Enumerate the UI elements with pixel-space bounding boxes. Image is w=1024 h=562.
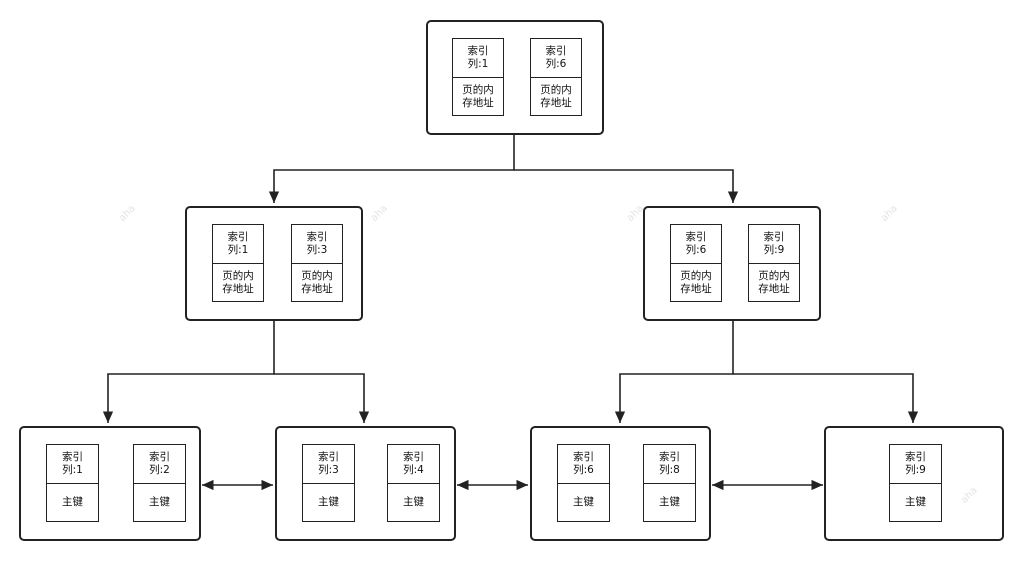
entry-key-label: 索引 列:6 — [558, 445, 609, 484]
entry-key-label: 索引 列:6 — [671, 225, 721, 264]
entry-value-label: 主键 — [149, 496, 170, 508]
entry-key-label: 索引 列:9 — [749, 225, 799, 264]
entry-value-label: 页的内 存地址 — [301, 269, 333, 295]
entry-value-label: 主键 — [905, 496, 926, 508]
index-entry: 索引 列:8 主键 — [643, 444, 696, 522]
index-entry: 索引 列:1 页的内 存地址 — [452, 38, 504, 116]
index-entry: 索引 列:3 主键 — [302, 444, 355, 522]
index-entry: 索引 列:6 页的内 存地址 — [670, 224, 722, 302]
index-entry: 索引 列:9 主键 — [889, 444, 942, 522]
entry-value-label: 页的内 存地址 — [462, 83, 494, 109]
index-entry: 索引 列:9 页的内 存地址 — [748, 224, 800, 302]
entry-key-label: 索引 列:1 — [213, 225, 263, 264]
entry-value-label: 主键 — [318, 496, 339, 508]
index-entry: 索引 列:6 页的内 存地址 — [530, 38, 582, 116]
index-entry: 索引 列:6 主键 — [557, 444, 610, 522]
entry-key-label: 索引 列:8 — [644, 445, 695, 484]
edge-root-to-internal-left — [268, 135, 515, 203]
entry-key-label: 索引 列:1 — [453, 39, 503, 78]
entry-key-label: 索引 列:1 — [47, 445, 98, 484]
entry-key-label: 索引 列:4 — [388, 445, 439, 484]
entry-value-label: 主键 — [659, 496, 680, 508]
edge-internal-left-to-leaf-1 — [102, 320, 275, 423]
entry-value-label: 主键 — [403, 496, 424, 508]
entry-key-label: 索引 列:9 — [890, 445, 941, 484]
index-entry: 索引 列:3 页的内 存地址 — [291, 224, 343, 302]
entry-value-label: 页的内 存地址 — [540, 83, 572, 109]
index-entry: 索引 列:4 主键 — [387, 444, 440, 522]
entry-value-label: 页的内 存地址 — [680, 269, 712, 295]
entry-key-label: 索引 列:6 — [531, 39, 581, 78]
edge-root-to-internal-right — [514, 169, 739, 203]
entry-key-label: 索引 列:3 — [292, 225, 342, 264]
entry-value-label: 主键 — [62, 496, 83, 508]
entry-value-label: 页的内 存地址 — [222, 269, 254, 295]
edge-internal-right-to-leaf-4 — [733, 373, 919, 423]
entry-key-label: 索引 列:3 — [303, 445, 354, 484]
index-entry: 索引 列:2 主键 — [133, 444, 186, 522]
index-entry: 索引 列:1 页的内 存地址 — [212, 224, 264, 302]
index-entry: 索引 列:1 主键 — [46, 444, 99, 522]
entry-value-label: 主键 — [573, 496, 594, 508]
entry-key-label: 索引 列:2 — [134, 445, 185, 484]
edge-internal-right-to-leaf-3 — [614, 320, 734, 423]
entry-value-label: 页的内 存地址 — [758, 269, 790, 295]
edge-internal-left-to-leaf-2 — [274, 373, 370, 423]
